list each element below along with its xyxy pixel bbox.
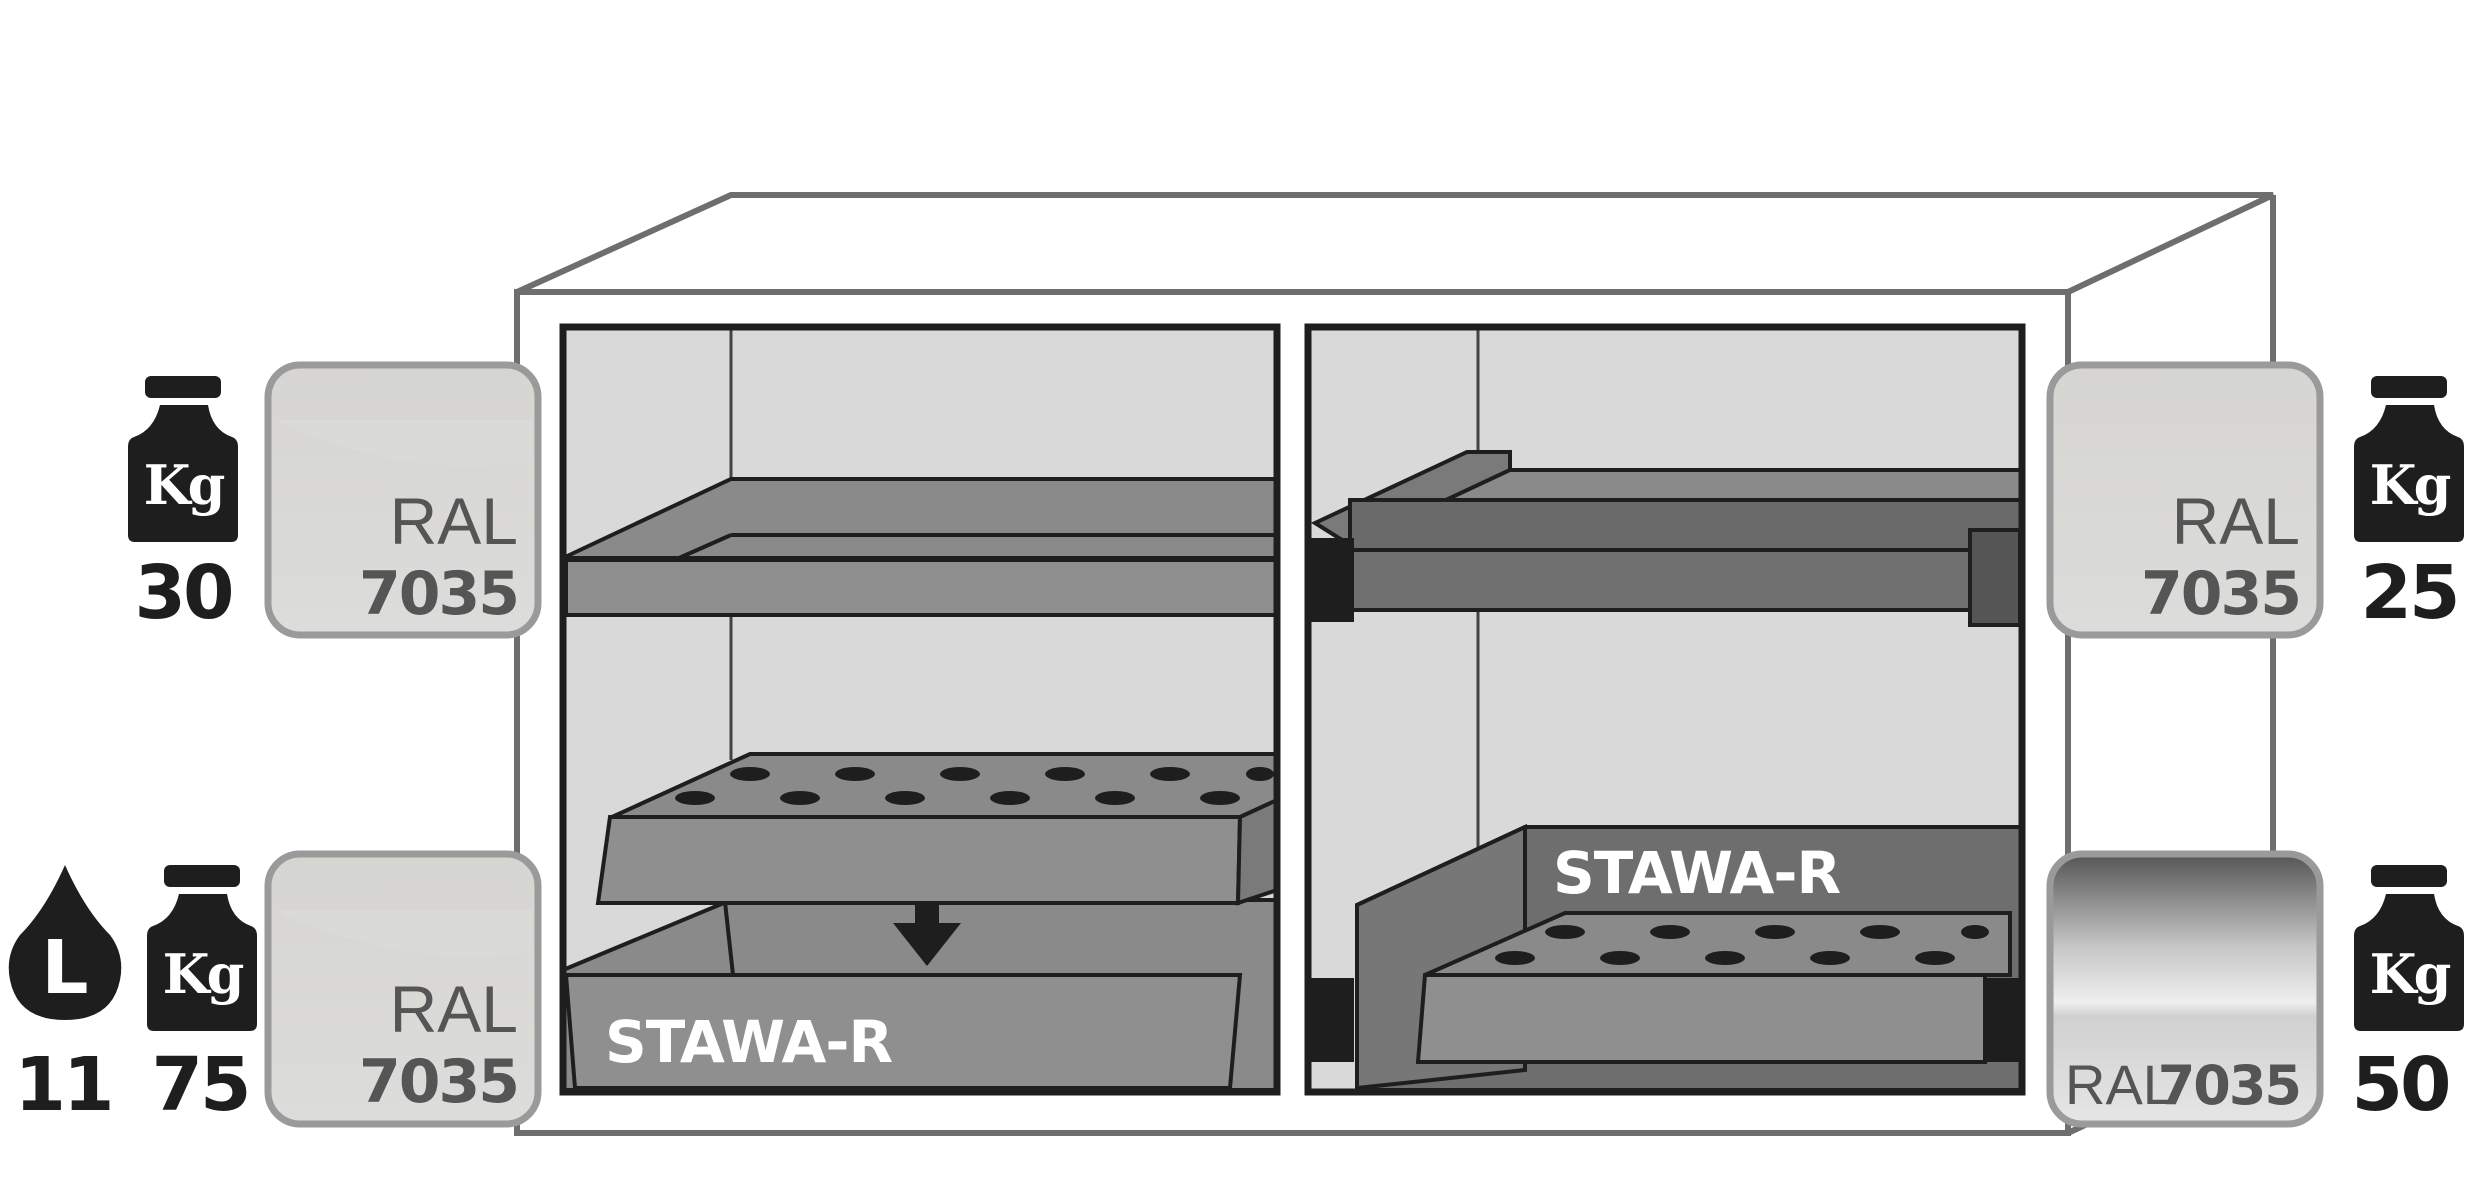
ral-swatch-left-top: RAL 7035 [264, 361, 542, 639]
ral-label: RAL [390, 972, 518, 1046]
left-door-frame [559, 323, 1281, 1096]
weight-capacity-left-bottom: 75 [152, 1042, 249, 1128]
ral-label: RAL [2065, 1053, 2174, 1116]
liter-drop-icon: L [8, 865, 122, 1020]
kg-weight-icon-right-bottom: Kg [2354, 865, 2464, 1031]
volume-capacity-left-bottom: 11 [15, 1042, 112, 1128]
kg-weight-icon-right-top: Kg [2354, 376, 2464, 542]
right-compartment: STAWA-R [1304, 323, 2026, 1096]
ral-label: RAL [390, 484, 518, 558]
insert-holes [675, 767, 1274, 805]
svg-text:Kg: Kg [163, 942, 244, 1006]
svg-text:Kg: Kg [144, 453, 225, 517]
ral-code: 7035 [2158, 1054, 2300, 1117]
ral-code: 7035 [359, 1047, 518, 1117]
ral-swatch-left-bottom: RAL 7035 [264, 850, 542, 1128]
weight-capacity-right-bottom: 50 [2352, 1042, 2449, 1128]
ral-swatch-right-bottom-metallic: RAL 7035 [2046, 850, 2324, 1128]
ral-code: 7035 [2141, 559, 2300, 629]
right-pullout-shelf [1310, 450, 2024, 627]
weight-capacity-right-top: 25 [2361, 550, 2458, 636]
weight-capacity-left-top: 30 [135, 550, 232, 636]
insert-holes [1495, 925, 1989, 965]
svg-text:Kg: Kg [2370, 453, 2451, 517]
ral-label: RAL [2172, 484, 2300, 558]
down-arrow-icon [893, 903, 961, 966]
right-perforated-insert [1415, 911, 2012, 1064]
right-door-frame [1304, 323, 2026, 1096]
kg-weight-icon-left-top: Kg [128, 376, 238, 542]
svg-text:Kg: Kg [2370, 942, 2451, 1006]
left-tray-label: STAWA-R [605, 1008, 892, 1076]
svg-text:L: L [41, 925, 88, 1011]
ral-swatch-right-top: RAL 7035 [2046, 361, 2324, 639]
kg-weight-icon-left-bottom: Kg [147, 865, 257, 1031]
ral-code: 7035 [359, 559, 518, 629]
left-perforated-insert [595, 752, 1279, 906]
right-tray-label: STAWA-R [1553, 839, 1840, 907]
left-compartment: STAWA-R [559, 323, 1281, 1096]
